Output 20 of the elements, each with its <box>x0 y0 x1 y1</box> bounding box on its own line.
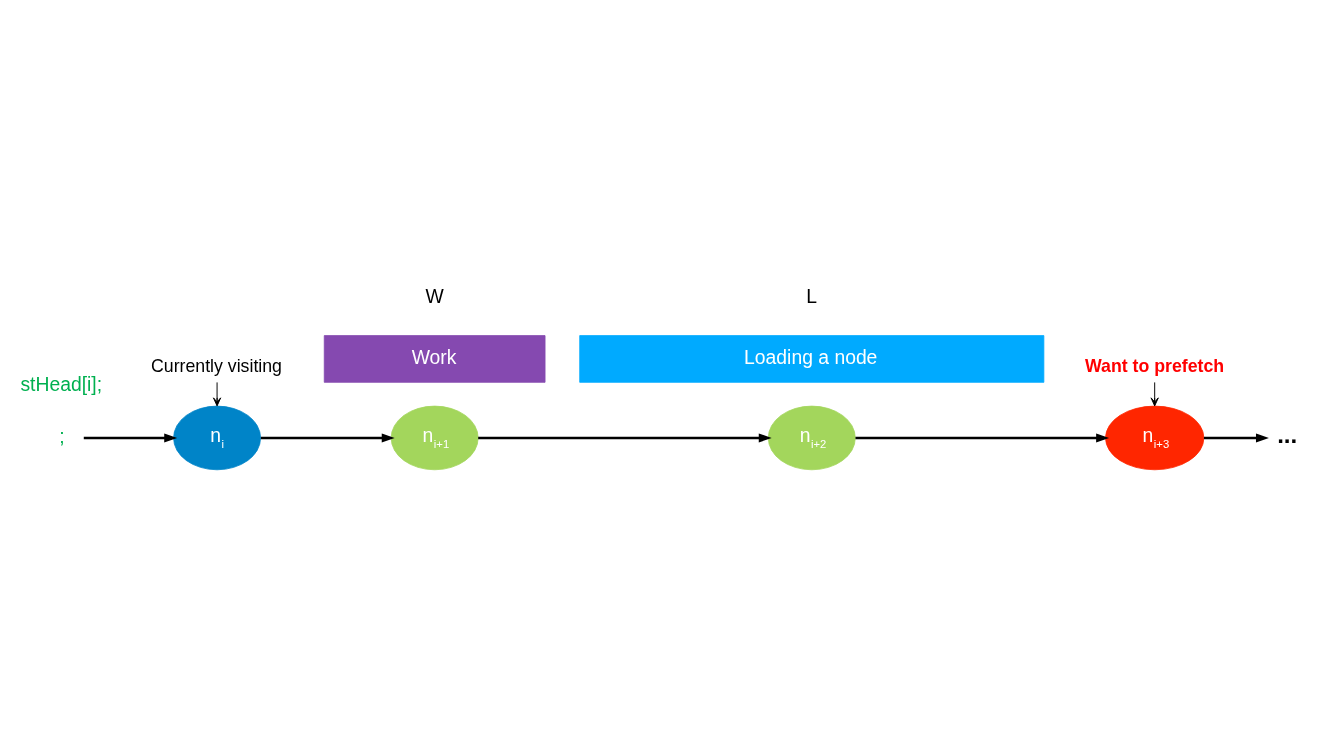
arrow <box>83 432 178 442</box>
label: L <box>806 284 817 307</box>
node-text: ... <box>1277 420 1298 448</box>
node-box: Loading a node <box>579 334 1045 383</box>
node-ellipse: n$_{i}$ <box>173 405 261 470</box>
arrow <box>855 432 1110 442</box>
arrow <box>260 432 395 442</box>
arrow <box>1150 381 1159 406</box>
node-ellipse: n$_{i+2}$ <box>767 405 856 470</box>
label: W <box>425 284 444 307</box>
node-box: Work <box>323 334 546 383</box>
label: stHead[i]; <box>20 372 103 395</box>
node-text: Currently visiting <box>151 355 282 376</box>
node-ellipse: n$_{i+3}$ <box>1105 405 1205 470</box>
arrow <box>212 381 222 406</box>
node-ellipse: n$_{i+1}$ <box>390 405 479 470</box>
node-text: ; <box>59 424 65 447</box>
arrow <box>478 432 772 442</box>
node-text: Want to prefetch <box>1084 355 1225 376</box>
arrow <box>1203 432 1269 442</box>
